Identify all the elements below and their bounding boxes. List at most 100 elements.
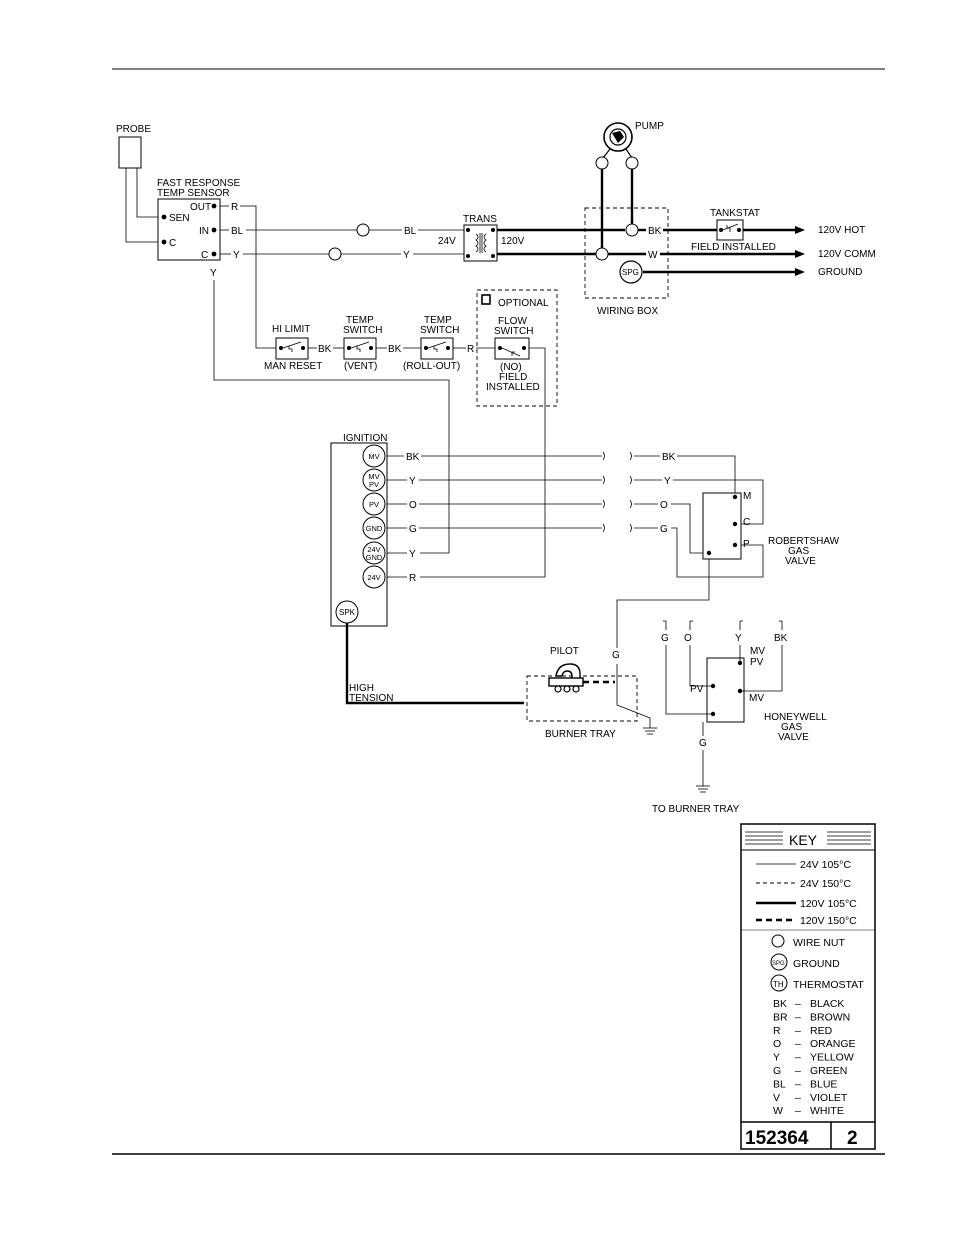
wiring-box-label: WIRING BOX: [597, 306, 658, 317]
key-title: KEY: [789, 832, 818, 848]
key-color-dash: –: [795, 1078, 801, 1090]
key-line-4: 120V 150°C: [800, 915, 857, 927]
key-color-name: VIOLET: [810, 1092, 848, 1104]
ign-wire-g-2: G: [660, 524, 668, 535]
probe-label: PROBE: [116, 124, 151, 135]
power-ground: GROUND: [818, 267, 862, 278]
sensor-c-right: C: [201, 250, 208, 261]
flow-title-1: FLOW: [498, 316, 527, 327]
key-legend: KEY 24V 105°C 24V 150°C 120V 105°C 120V …: [740, 823, 876, 1150]
key-color-dash: –: [795, 1105, 801, 1117]
rs-c: C: [743, 517, 750, 528]
ignition-terminal: [362, 492, 386, 516]
temp-roll-title-2: SWITCH: [420, 325, 459, 336]
ignition-title: IGNITION: [343, 433, 387, 444]
tankstat-field: FIELD INSTALLED: [691, 242, 776, 253]
temp-roll-title-1: TEMP: [424, 315, 452, 326]
sensor-title-2: TEMP SENSOR: [157, 188, 230, 199]
key-color-code: BK: [773, 998, 787, 1010]
rs-m: M: [743, 491, 751, 502]
ignition-terminal: [362, 444, 386, 468]
key-color-code: BL: [773, 1078, 786, 1090]
wire-nut-icon: [328, 247, 342, 261]
tension-label: TENSION: [349, 693, 393, 704]
wire-label-bl-2: BL: [404, 226, 417, 237]
pilot-label: PILOT: [550, 646, 579, 657]
optional-marker-icon: [481, 294, 491, 305]
wire-nut-icon: [595, 247, 609, 261]
key-line-2: 24V 150°C: [800, 878, 851, 890]
ignition-terminal-label: PV: [369, 480, 379, 489]
key-color-name: YELLOW: [810, 1052, 854, 1064]
key-ground: GROUND: [793, 958, 840, 970]
ignition-terminal-label: 24V: [367, 573, 380, 582]
sensor-out: OUT: [190, 202, 211, 213]
doc-number: 152364: [745, 1128, 809, 1149]
ign-wire-y: Y: [409, 476, 416, 487]
key-color-code: W: [773, 1105, 783, 1117]
ign-wire-g: G: [409, 524, 417, 535]
ignition-terminal: [362, 516, 386, 540]
key-color-dash: –: [795, 1092, 801, 1104]
power-hot: 120V HOT: [818, 225, 865, 236]
honeywell-valve: G O Y BK MV PV PV MV HONEYWELL GAS VALVE…: [652, 620, 827, 815]
ignition-terminal: [362, 468, 386, 492]
temp-rollout-switch: [420, 337, 454, 360]
ignition-terminal-label: GND: [366, 524, 383, 533]
temp-vent-title-2: SWITCH: [343, 325, 382, 336]
optional-label: OPTIONAL: [498, 298, 549, 309]
wire-label-bk-1: BK: [318, 344, 332, 355]
hw-top-bk: BK: [774, 633, 788, 644]
spg-badge: SPG: [622, 268, 639, 277]
wire-nut-icon: [771, 934, 785, 948]
hw-top-o: O: [684, 633, 692, 644]
wire-label-bk-2: BK: [388, 344, 402, 355]
wire-label-bk-hot: BK: [648, 226, 662, 237]
sensor-title-1: FAST RESPONSE: [157, 178, 241, 189]
key-color-name: BLACK: [810, 998, 844, 1010]
key-color-code: V: [773, 1092, 780, 1104]
tankstat-label: TANKSTAT: [710, 208, 760, 219]
hw-mvpv-1: MV: [750, 646, 765, 657]
revision: 2: [847, 1128, 858, 1149]
rs-name-1: ROBERTSHAW: [768, 536, 840, 547]
hw-name-2: GAS: [781, 722, 802, 733]
key-color-dash: –: [795, 1052, 801, 1064]
wire-nut-icon: [356, 223, 370, 237]
wire-label-w: W: [648, 250, 658, 261]
key-color-dash: –: [795, 998, 801, 1010]
key-color-name: RED: [810, 1025, 833, 1037]
ignition-terminal-label: 24V: [367, 545, 380, 554]
trans-24v: 24V: [438, 236, 456, 247]
tankstat: TANKSTAT FIELD INSTALLED: [691, 208, 776, 253]
spk-label: SPK: [339, 608, 356, 617]
hw-name-1: HONEYWELL: [764, 712, 827, 723]
wire-nut-icon: [625, 223, 639, 237]
hi-limit-sub: MAN RESET: [264, 361, 322, 372]
robertshaw-valve: M C P ROBERTSHAW GAS VALVE: [702, 491, 840, 567]
thermostat-icon: [770, 974, 788, 992]
key-color-code: R: [773, 1025, 781, 1037]
ignition-terminal-label: PV: [369, 500, 379, 509]
wire-label-r: R: [231, 202, 238, 213]
trans-title: TRANS: [463, 214, 497, 225]
pump: PUMP: [595, 121, 664, 261]
key-color-dash: –: [795, 1038, 801, 1050]
key-color-name: BROWN: [810, 1011, 850, 1023]
pilot-burner-tray: PILOT BURNER TRAY: [526, 646, 638, 740]
wire-label-y: Y: [233, 250, 240, 261]
hw-mv: MV: [749, 693, 764, 704]
pilot-g-label: G: [612, 650, 620, 661]
key-color-name: GREEN: [810, 1065, 847, 1077]
burner-tray-label: BURNER TRAY: [545, 729, 616, 740]
ignition-terminal: [362, 541, 386, 565]
key-color-code: O: [773, 1038, 781, 1050]
wire-label-y-2: Y: [403, 250, 410, 261]
ign-wire-r: R: [409, 573, 416, 584]
ignition-terminal-label: GND: [366, 553, 383, 562]
sensor-c-left: C: [169, 238, 176, 249]
high-label: HIGH: [349, 683, 374, 694]
key-wire-nut: WIRE NUT: [793, 937, 845, 949]
hw-pv: PV: [690, 684, 704, 695]
